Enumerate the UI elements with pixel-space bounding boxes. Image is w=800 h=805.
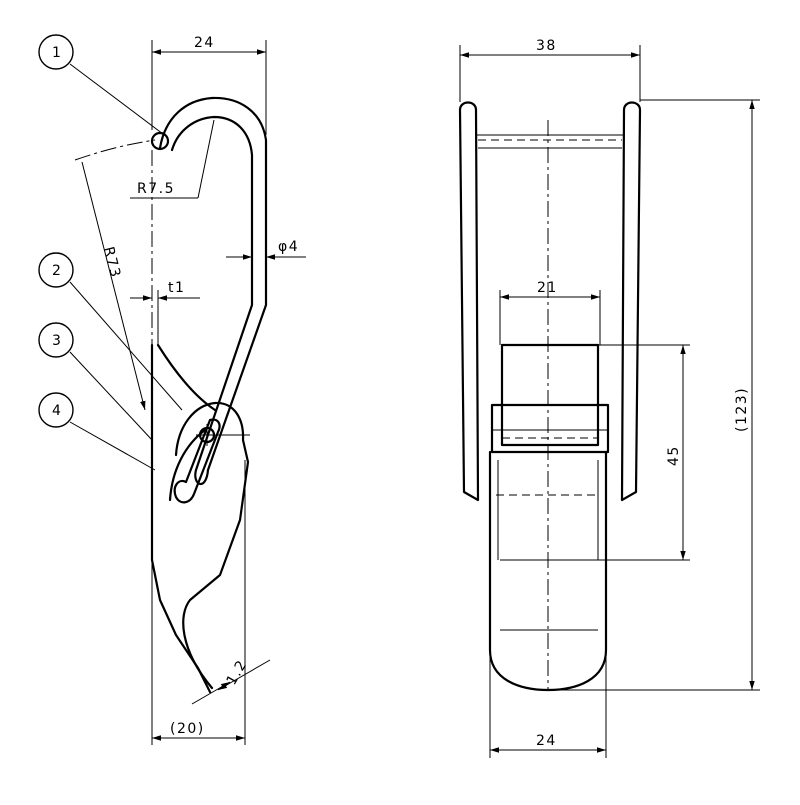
side-view: 24 R7.5 R73 φ4 t1 1.2 (20) 1 2 bbox=[38, 34, 306, 745]
balloon-leader bbox=[69, 281, 183, 411]
hook-wire-inner bbox=[170, 115, 254, 472]
balloon-leader bbox=[69, 63, 164, 135]
catch-plate bbox=[150, 343, 212, 694]
dim-width-bottom: 24 bbox=[536, 733, 557, 749]
balloon-leader bbox=[69, 351, 153, 441]
balloon-4 bbox=[38, 392, 74, 428]
dim-thickness-tip: 1.2 bbox=[224, 657, 251, 688]
wire-top-bar bbox=[476, 134, 624, 149]
hook-wire-outer bbox=[158, 96, 268, 472]
dim-width-top: 38 bbox=[536, 38, 557, 54]
balloon-label: 2 bbox=[52, 263, 62, 279]
leader-r7-5 bbox=[197, 119, 215, 199]
dim-width-mid: 21 bbox=[537, 280, 558, 296]
dim-line bbox=[217, 659, 271, 691]
dim-thickness: t1 bbox=[168, 280, 185, 296]
catch-block bbox=[500, 343, 600, 447]
lever-body bbox=[174, 401, 250, 690]
arc-center-ref bbox=[74, 139, 156, 161]
catch-flange bbox=[490, 403, 610, 454]
dim-height-catch: 45 bbox=[666, 445, 682, 466]
balloon-label: 4 bbox=[52, 403, 62, 419]
wire-frame-left bbox=[458, 101, 480, 502]
dim-radius-arc: R73 bbox=[100, 245, 123, 280]
balloon-label: 3 bbox=[52, 333, 62, 349]
dim-r73-line bbox=[81, 161, 146, 411]
balloon-2 bbox=[38, 252, 74, 288]
balloon-3 bbox=[38, 322, 74, 358]
catch-plate-inner bbox=[156, 343, 217, 412]
balloon-leader bbox=[69, 421, 156, 471]
lever-slot bbox=[173, 418, 221, 504]
balloon-1 bbox=[38, 34, 74, 70]
dim-height-total: (123) bbox=[734, 387, 750, 432]
hook-tip-circle bbox=[150, 131, 170, 151]
front-view: 38 21 24 45 (123) bbox=[458, 38, 760, 758]
dim-width-bottom: (20) bbox=[170, 721, 205, 737]
dim-width-top: 24 bbox=[194, 35, 215, 51]
balloon-label: 1 bbox=[52, 45, 62, 61]
wire-frame-right bbox=[620, 101, 642, 502]
dim-wire-diameter: φ4 bbox=[278, 239, 299, 255]
hook-bottom-end bbox=[194, 468, 210, 485]
dim-radius-tip: R7.5 bbox=[137, 181, 175, 197]
